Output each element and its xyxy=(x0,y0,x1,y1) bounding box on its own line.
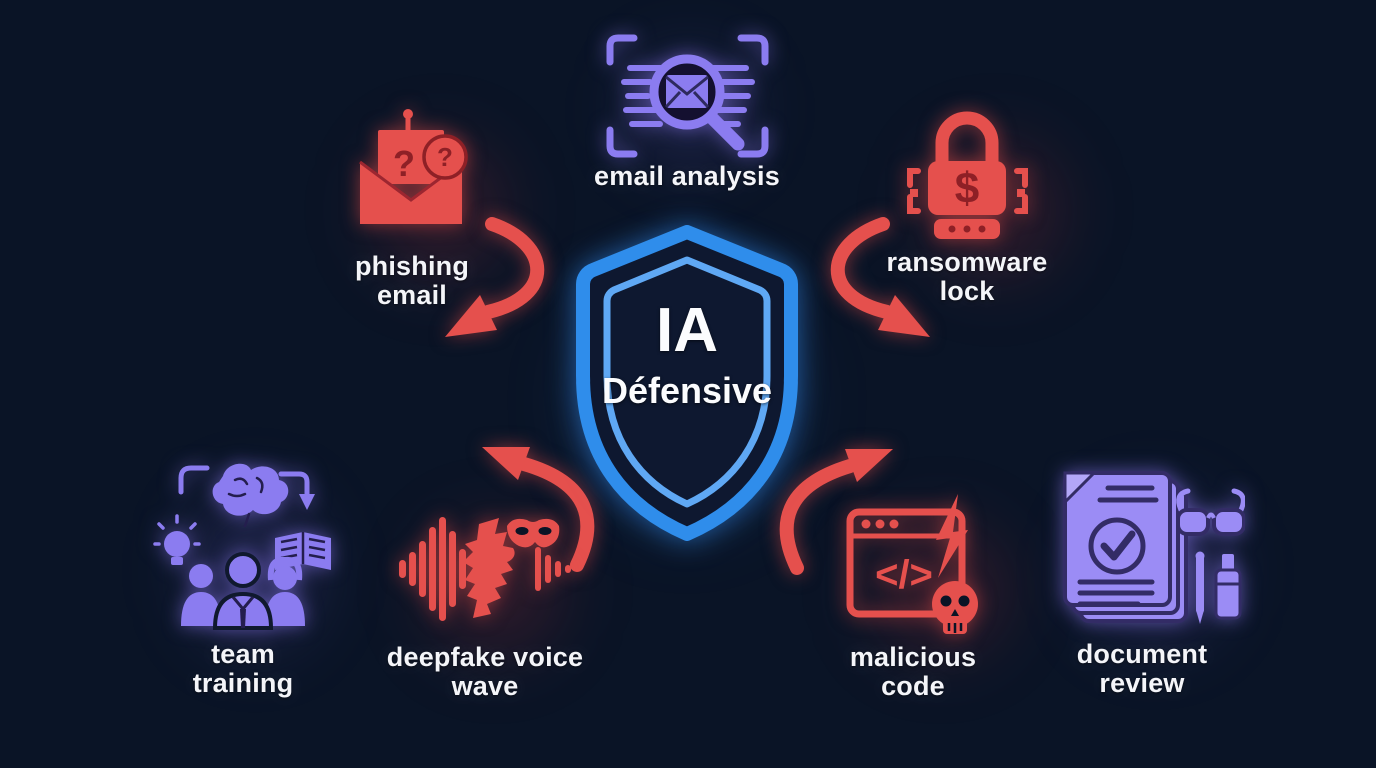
code-tag-glyph: </> xyxy=(875,553,933,597)
deepfake-voice-wave-label: deepfake voice wave xyxy=(386,642,584,701)
dollar-glyph: $ xyxy=(955,164,979,213)
arrow-bottom-right xyxy=(779,459,857,575)
arrowhead-top-left xyxy=(445,295,497,337)
lightning-bolt-icon xyxy=(936,494,968,578)
email-analysis-label: email analysis xyxy=(594,161,780,191)
glasses-icon xyxy=(1176,488,1245,536)
question-badge-glyph: ? xyxy=(437,142,453,172)
team-brain-book-icon xyxy=(153,463,331,630)
email-scan-magnifier-icon xyxy=(606,34,769,158)
center-title: IA Défensive xyxy=(557,296,817,412)
phishing-email-label: phishing email xyxy=(354,251,470,310)
malicious-code-label: malicious code xyxy=(849,642,977,701)
waveform-masked-face-icon xyxy=(399,517,571,621)
dollar-padlock-icon: $ xyxy=(907,111,1028,239)
arrow-top-left xyxy=(481,217,545,319)
arrowhead-top-right xyxy=(878,295,930,337)
arrowhead-bottom-left xyxy=(482,447,530,480)
arrow-top-right xyxy=(830,217,894,319)
arrow-bottom-left xyxy=(517,457,595,572)
documents-glasses-icon xyxy=(1063,471,1245,624)
title-line1: IA xyxy=(656,296,718,365)
skull-icon xyxy=(932,581,978,634)
shield-icon xyxy=(576,225,798,541)
code-window-skull-icon: </> xyxy=(846,494,978,634)
pen-icon xyxy=(1195,551,1205,624)
team-training-label: team training xyxy=(192,639,294,698)
ransomware-lock-label: ransomware lock xyxy=(886,247,1048,306)
hooked-envelope-icon: ? ? xyxy=(359,109,468,224)
document-review-label: document review xyxy=(1076,639,1208,698)
highlighter-icon xyxy=(1214,554,1242,620)
question-mark-glyph: ? xyxy=(393,143,415,184)
arrowhead-bottom-right xyxy=(845,449,893,482)
title-line2: Défensive xyxy=(601,370,773,411)
